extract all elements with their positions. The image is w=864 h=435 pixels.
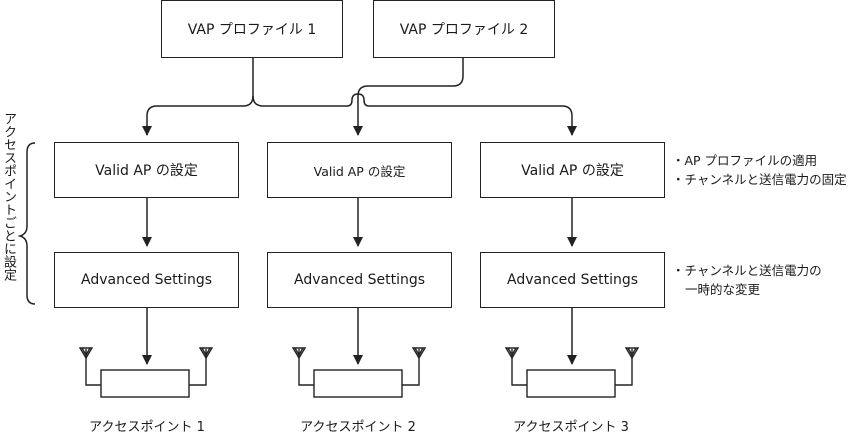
access-point-label-1: アクセスポイント 1 (89, 420, 205, 435)
access-point-3-device (504, 347, 640, 398)
vap-profile-1-label: VAP プロファイル 1 (187, 22, 317, 38)
valid-ap-box-2: Valid AP の設定 (267, 142, 452, 198)
advanced-settings-label-2: Advanced Settings (293, 272, 426, 288)
access-point-1-device (78, 347, 214, 398)
vap-profile-2-label: VAP プロファイル 2 (399, 22, 529, 38)
note-apply-ap-profile: ・AP プロファイルの適用 (672, 153, 818, 168)
valid-ap-box-3: Valid AP の設定 (480, 142, 665, 198)
valid-ap-label-3: Valid AP の設定 (521, 163, 624, 179)
valid-ap-label-2: Valid AP の設定 (313, 163, 406, 179)
valid-ap-notes: ・AP プロファイルの適用 ・チャンネルと送信電力の固定 (672, 151, 847, 189)
vap-profile-1-box: VAP プロファイル 1 (161, 0, 343, 58)
advanced-settings-label-3: Advanced Settings (506, 272, 639, 288)
note-fix-channel-power: ・チャンネルと送信電力の固定 (672, 172, 847, 187)
left-bracket (17, 142, 36, 305)
valid-ap-label-1: Valid AP の設定 (95, 163, 198, 179)
advanced-settings-box-1: Advanced Settings (54, 252, 239, 308)
profile1-to-ap1 (142, 95, 254, 136)
valid-ap-box-1: Valid AP の設定 (54, 142, 239, 198)
access-point-label-2: アクセスポイント 2 (300, 420, 416, 435)
note-temp-change-line1: ・チャンネルと送信電力の (672, 263, 822, 278)
vap-profile-2-box: VAP プロファイル 2 (373, 0, 555, 58)
profile1-connector (252, 58, 577, 136)
advanced-settings-box-3: Advanced Settings (480, 252, 665, 308)
per-ap-config-label: アクセスポイントごとに設定 (1, 112, 16, 281)
note-temp-change-line2: 一時的な変更 (685, 282, 761, 297)
profile2-connector (353, 58, 464, 136)
advanced-settings-label-1: Advanced Settings (80, 272, 213, 288)
access-point-2-device (291, 347, 427, 398)
advanced-notes: ・チャンネルと送信電力の 一時的な変更 (672, 261, 822, 299)
access-point-label-3: アクセスポイント 3 (513, 420, 629, 435)
advanced-settings-box-2: Advanced Settings (267, 252, 452, 308)
